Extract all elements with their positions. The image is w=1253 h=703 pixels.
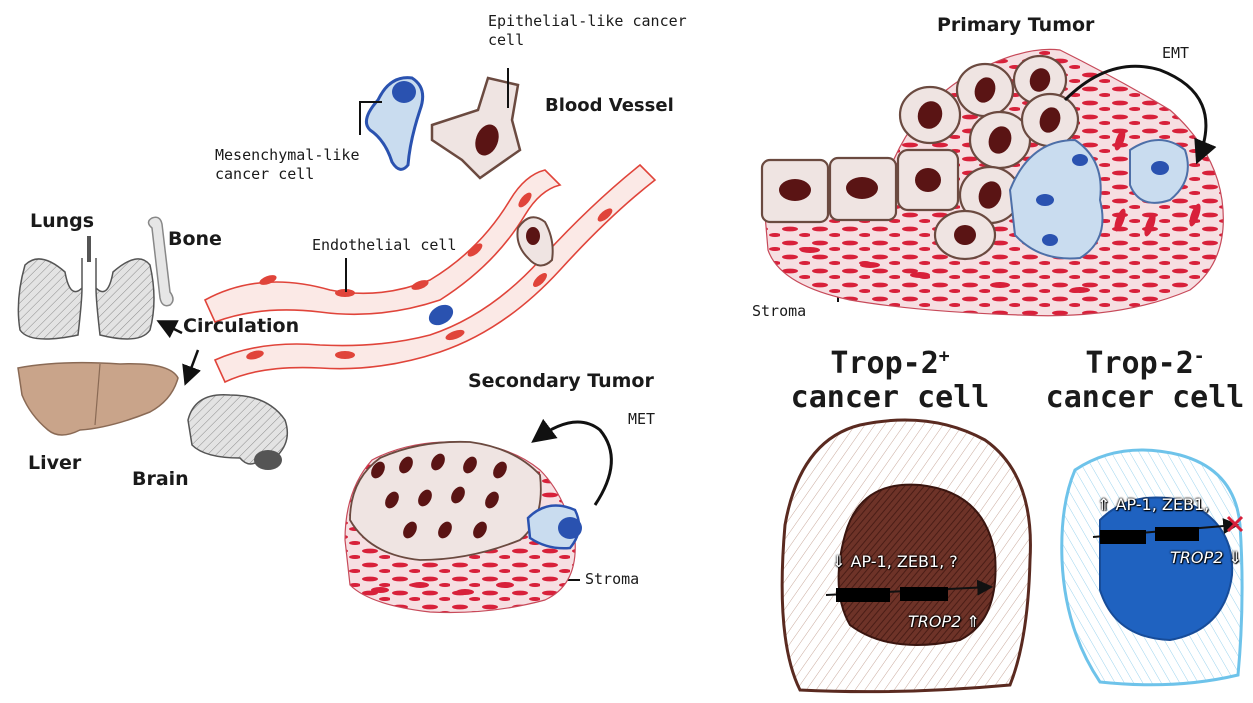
trop2-negative-title-prefix: Trop-2 xyxy=(1085,346,1193,381)
epithelial-cancer-cell xyxy=(432,78,520,178)
trop2-positive-factors: ⇓ AP-1, ZEB1, ? xyxy=(832,552,958,571)
trop2-negative-cell xyxy=(1062,450,1242,685)
trop2-positive-title-sup: + xyxy=(939,346,950,367)
label-emt: EMT xyxy=(1162,44,1189,63)
trop2-negative-title-line2: cancer cell xyxy=(1046,380,1245,415)
primary-tumor xyxy=(762,49,1223,315)
trop2-negative-factors: ⇑ AP-1, ZEB1, xyxy=(1097,495,1209,514)
label-liver: Liver xyxy=(28,452,81,474)
blood-vessel xyxy=(205,165,655,382)
brain-icon xyxy=(188,395,287,470)
trop2-positive-title-line2: cancer cell xyxy=(791,380,990,415)
label-blood-vessel: Blood Vessel xyxy=(545,95,674,116)
liver-icon xyxy=(18,363,178,435)
trop2-positive-title-prefix: Trop-2 xyxy=(830,346,938,381)
trop2-negative-title: Trop-2- cancer cell xyxy=(1045,340,1245,415)
trop2-positive-gene: TROP2 ⇑ xyxy=(908,612,980,631)
label-met: MET xyxy=(628,410,655,429)
secondary-tumor xyxy=(345,442,582,613)
trop2-negative-up-arrow: ⇑ xyxy=(1097,495,1110,514)
trop2-positive-up-arrow: ⇑ xyxy=(966,612,979,631)
lungs-icon xyxy=(18,236,154,339)
label-brain: Brain xyxy=(132,468,189,490)
mesenchymal-cancer-cell xyxy=(366,78,422,170)
label-mesenchymal-cancer-cell: Mesenchymal-like cancer cell xyxy=(215,146,360,184)
trop2-negative-factors-text: AP-1, ZEB1, xyxy=(1116,495,1210,514)
trop2-negative-gene-name: TROP2 xyxy=(1170,548,1223,567)
trop2-positive-down-arrow: ⇓ xyxy=(832,552,845,571)
label-stroma-secondary: Stroma xyxy=(585,570,639,589)
circulating-epithelial-cell xyxy=(517,217,552,265)
label-epithelial-cancer-cell: Epithelial-like cancer cell xyxy=(488,12,687,50)
label-secondary-tumor: Secondary Tumor xyxy=(468,370,654,392)
trop2-positive-gene-name: TROP2 xyxy=(908,612,961,631)
trop2-negative-gene: TROP2 ⇓ xyxy=(1170,548,1242,567)
label-endothelial-cell: Endothelial cell xyxy=(312,236,457,255)
trop2-positive-title: Trop-2+ cancer cell xyxy=(790,340,990,415)
trop2-negative-title-sup: - xyxy=(1194,346,1205,367)
label-stroma-primary: Stroma xyxy=(752,302,806,321)
circulating-mesenchymal-cell xyxy=(425,301,457,330)
label-bone: Bone xyxy=(168,228,222,250)
trop2-negative-down-arrow: ⇓ xyxy=(1228,548,1241,567)
label-circulation: Circulation xyxy=(183,315,299,337)
trop2-positive-factors-text: AP-1, ZEB1, ? xyxy=(851,552,958,571)
label-lungs: Lungs xyxy=(30,210,94,232)
label-primary-tumor: Primary Tumor xyxy=(937,14,1094,36)
